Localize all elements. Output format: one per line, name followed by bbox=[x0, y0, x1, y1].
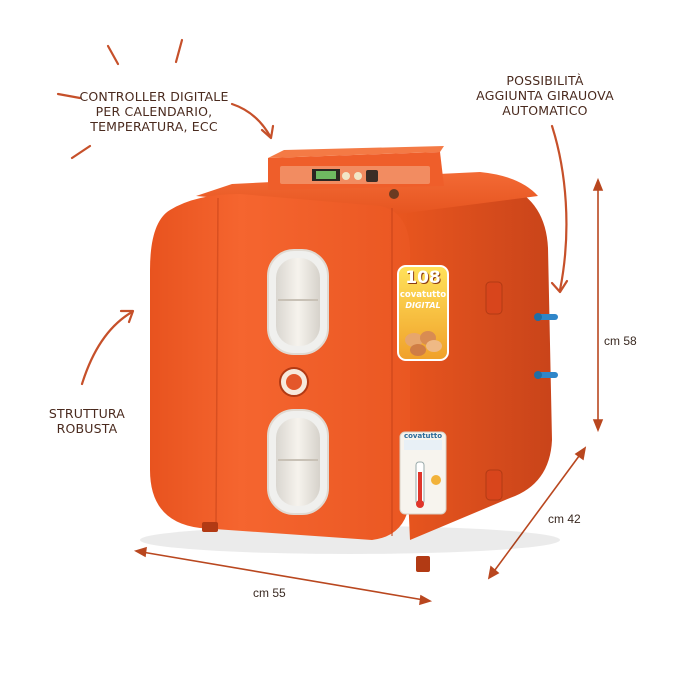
struttura-annotation: STRUTTURA ROBUSTA bbox=[44, 406, 130, 436]
viewing-window-bottom bbox=[267, 409, 329, 515]
sticker-brand-name: covatutto bbox=[403, 432, 443, 440]
model-label bbox=[397, 265, 449, 361]
model-number: 108 bbox=[405, 268, 441, 288]
struttura-annotation-line-2: ROBUSTA bbox=[56, 421, 118, 436]
width-dimension-label: cm 55 bbox=[253, 586, 286, 600]
brand-variant: DIGITAL bbox=[405, 301, 441, 310]
girauova-annotation: POSSIBILITÀ AGGIUNTA GIRAUOVA AUTOMATICO bbox=[470, 73, 620, 118]
viewing-window-top bbox=[267, 249, 329, 355]
brand-name: covatutto bbox=[399, 290, 447, 300]
girauova-annotation-line-1: POSSIBILITÀ bbox=[506, 73, 584, 88]
controller-annotation-line-3: TEMPERATURA, ECC bbox=[90, 119, 218, 134]
turner-pins bbox=[534, 313, 558, 379]
controller-annotation-line-1: CONTROLLER DIGITALE bbox=[79, 89, 229, 104]
girauova-annotation-line-2: AGGIUNTA GIRAUOVA bbox=[476, 88, 614, 103]
incubator bbox=[140, 146, 560, 572]
dimension-lines bbox=[133, 177, 604, 606]
controller-annotation: CONTROLLER DIGITALE PER CALENDARIO, TEMP… bbox=[74, 89, 234, 134]
girauova-annotation-line-3: AUTOMATICO bbox=[502, 103, 588, 118]
hinges bbox=[485, 281, 503, 501]
annotation-arrows bbox=[80, 102, 569, 386]
struttura-annotation-line-1: STRUTTURA bbox=[48, 406, 126, 421]
controller-annotation-line-2: PER CALENDARIO, bbox=[95, 104, 213, 119]
depth-dimension-label: cm 42 bbox=[548, 512, 581, 526]
brand-badge bbox=[279, 367, 309, 397]
sparkle-strokes bbox=[56, 38, 184, 160]
info-sticker bbox=[399, 431, 447, 515]
height-dimension-label: cm 58 bbox=[604, 334, 637, 348]
